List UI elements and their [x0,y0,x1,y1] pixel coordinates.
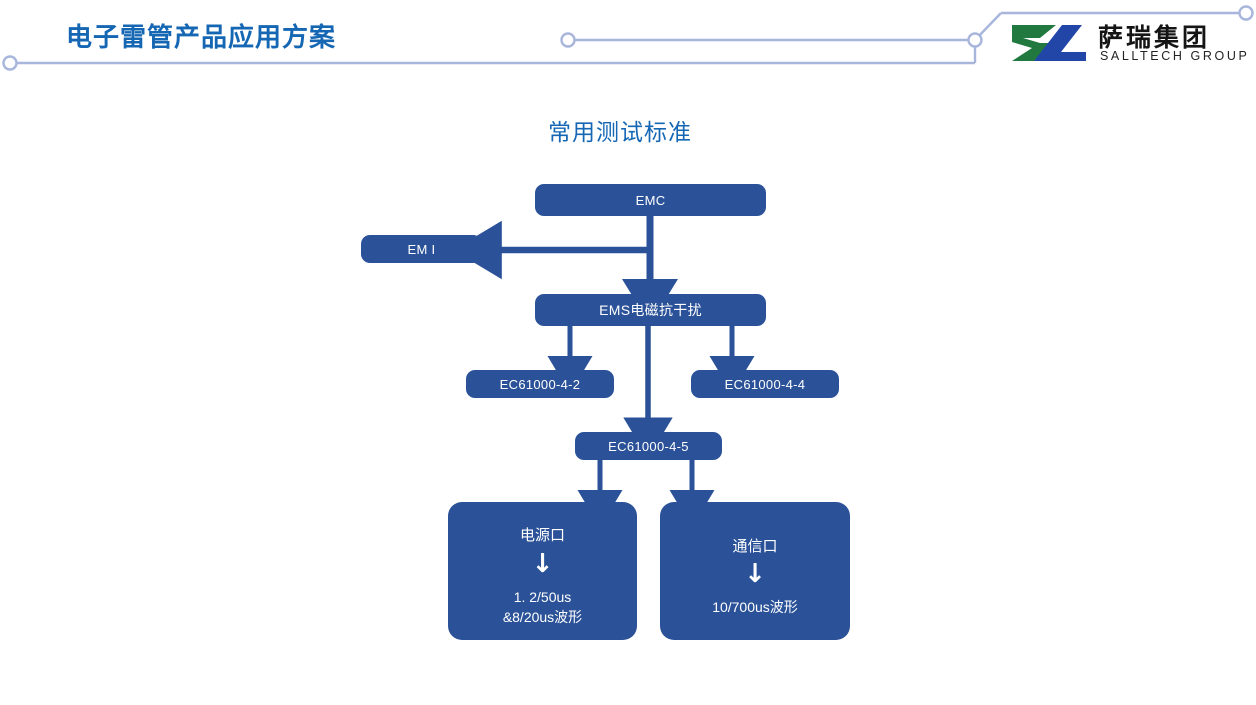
node-emi[interactable]: EM I [361,235,482,263]
node-ec61000-4-4[interactable]: EC61000-4-4 [691,370,839,398]
down-arrow-icon: ↓ [744,559,766,590]
node-ems[interactable]: EMS电磁抗干扰 [535,294,766,326]
power-port-waveform-line1: 1. 2/50us [513,588,572,605]
brand-logo: 萨瑞集团 SALLTECH GROUP [1010,16,1250,72]
deco-node-mid [560,32,576,48]
salltech-logo-mark [1012,25,1086,61]
comm-port-title: 通信口 [732,537,778,555]
comm-port-waveform-line1: 10/700us波形 [712,599,798,616]
page-title: 电子雷管产品应用方案 [66,22,337,52]
logo-name-cn: 萨瑞集团 [1098,23,1211,52]
section-title: 常用测试标准 [0,113,1256,147]
deco-node-corner [967,32,983,48]
slide-header: 电子雷管产品应用方案 萨瑞集团 SALLTECH GROUP [0,0,1256,90]
node-ec61000-4-5[interactable]: EC61000-4-5 [575,432,722,460]
node-ec61000-4-2[interactable]: EC61000-4-2 [466,370,614,398]
deco-node-right [1238,5,1254,21]
node-emc[interactable]: EMC [535,184,766,216]
logo-name-en: SALLTECH GROUP [1100,49,1250,63]
header-circuit-decoration [2,5,1254,71]
down-arrow-icon: ↓ [531,548,554,579]
section-title-text: 常用测试标准 [548,119,692,145]
deco-node-left [2,55,18,71]
power-port-title: 电源口 [519,527,565,545]
node-power-port[interactable]: 电源口 ↓ 1. 2/50us &8/20us波形 [448,502,637,640]
node-comm-port[interactable]: 通信口 ↓ 10/700us波形 [660,502,850,640]
power-port-waveform-line2: &8/20us波形 [502,609,583,626]
